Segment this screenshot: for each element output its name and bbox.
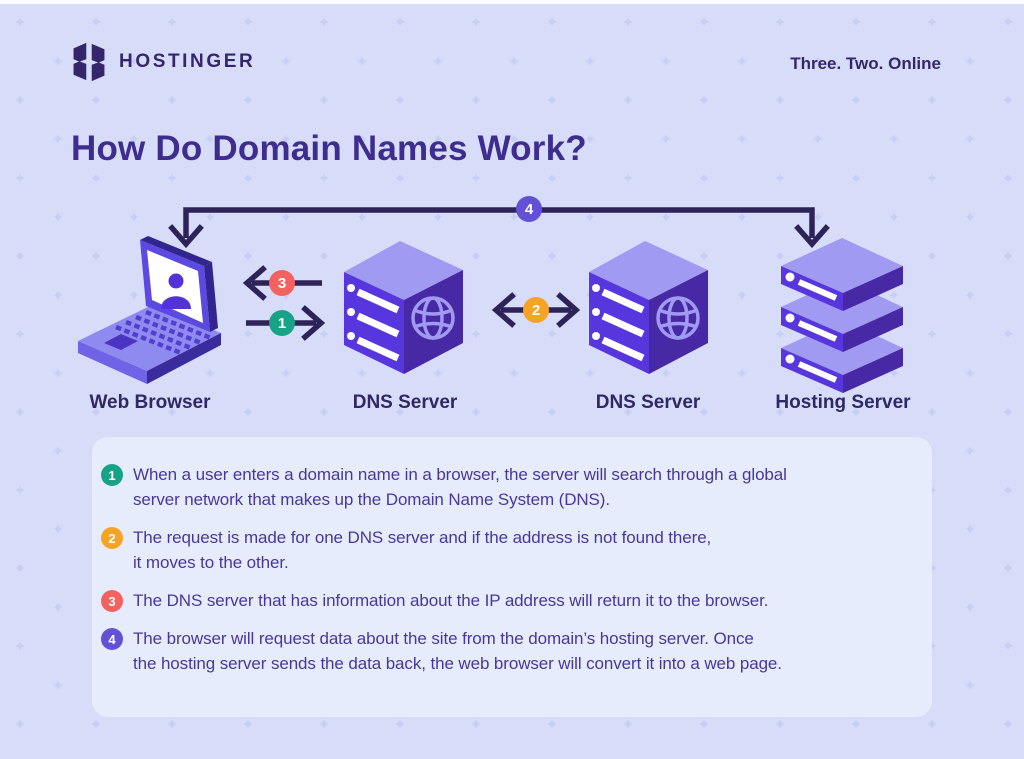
step-item-1: 1 When a user enters a domain name in a … [101, 462, 914, 512]
top-edge-strip [0, 0, 1024, 4]
step-badge-3: 3 [101, 590, 123, 612]
arrow-badge-4: 4 [516, 196, 542, 222]
hostinger-logo-icon [73, 42, 105, 82]
step-badge-1: 1 [101, 464, 123, 486]
steps-panel: 1 When a user enters a domain name in a … [92, 437, 932, 717]
page-title: How Do Domain Names Work? [71, 129, 587, 168]
label-web-browser: Web Browser [89, 392, 211, 413]
step-item-2: 2 The request is made for one DNS server… [101, 525, 914, 575]
step-text-2: The request is made for one DNS server a… [133, 528, 712, 572]
brand-logo: HOSTINGER [70, 42, 255, 82]
step-item-3: 3 The DNS server that has information ab… [101, 588, 914, 613]
arrow-badge-1: 1 [269, 310, 295, 336]
arrow-badge-2: 2 [523, 297, 549, 323]
brand-tagline: Three. Two. Online [790, 54, 941, 73]
step-item-4: 4 The browser will request data about th… [101, 626, 914, 676]
step-badge-4: 4 [101, 628, 123, 650]
step-text-1: When a user enters a domain name in a br… [133, 465, 787, 509]
label-dns-server-2: DNS Server [595, 392, 701, 413]
arrow-badge-3: 3 [269, 270, 295, 296]
step-text-3: The DNS server that has information abou… [133, 591, 769, 610]
label-dns-server-1: DNS Server [352, 392, 458, 413]
label-hosting-server: Hosting Server [775, 392, 911, 413]
step-badge-2: 2 [101, 527, 123, 549]
step-text-4: The browser will request data about the … [133, 629, 782, 673]
brand-name: HOSTINGER [119, 51, 256, 72]
